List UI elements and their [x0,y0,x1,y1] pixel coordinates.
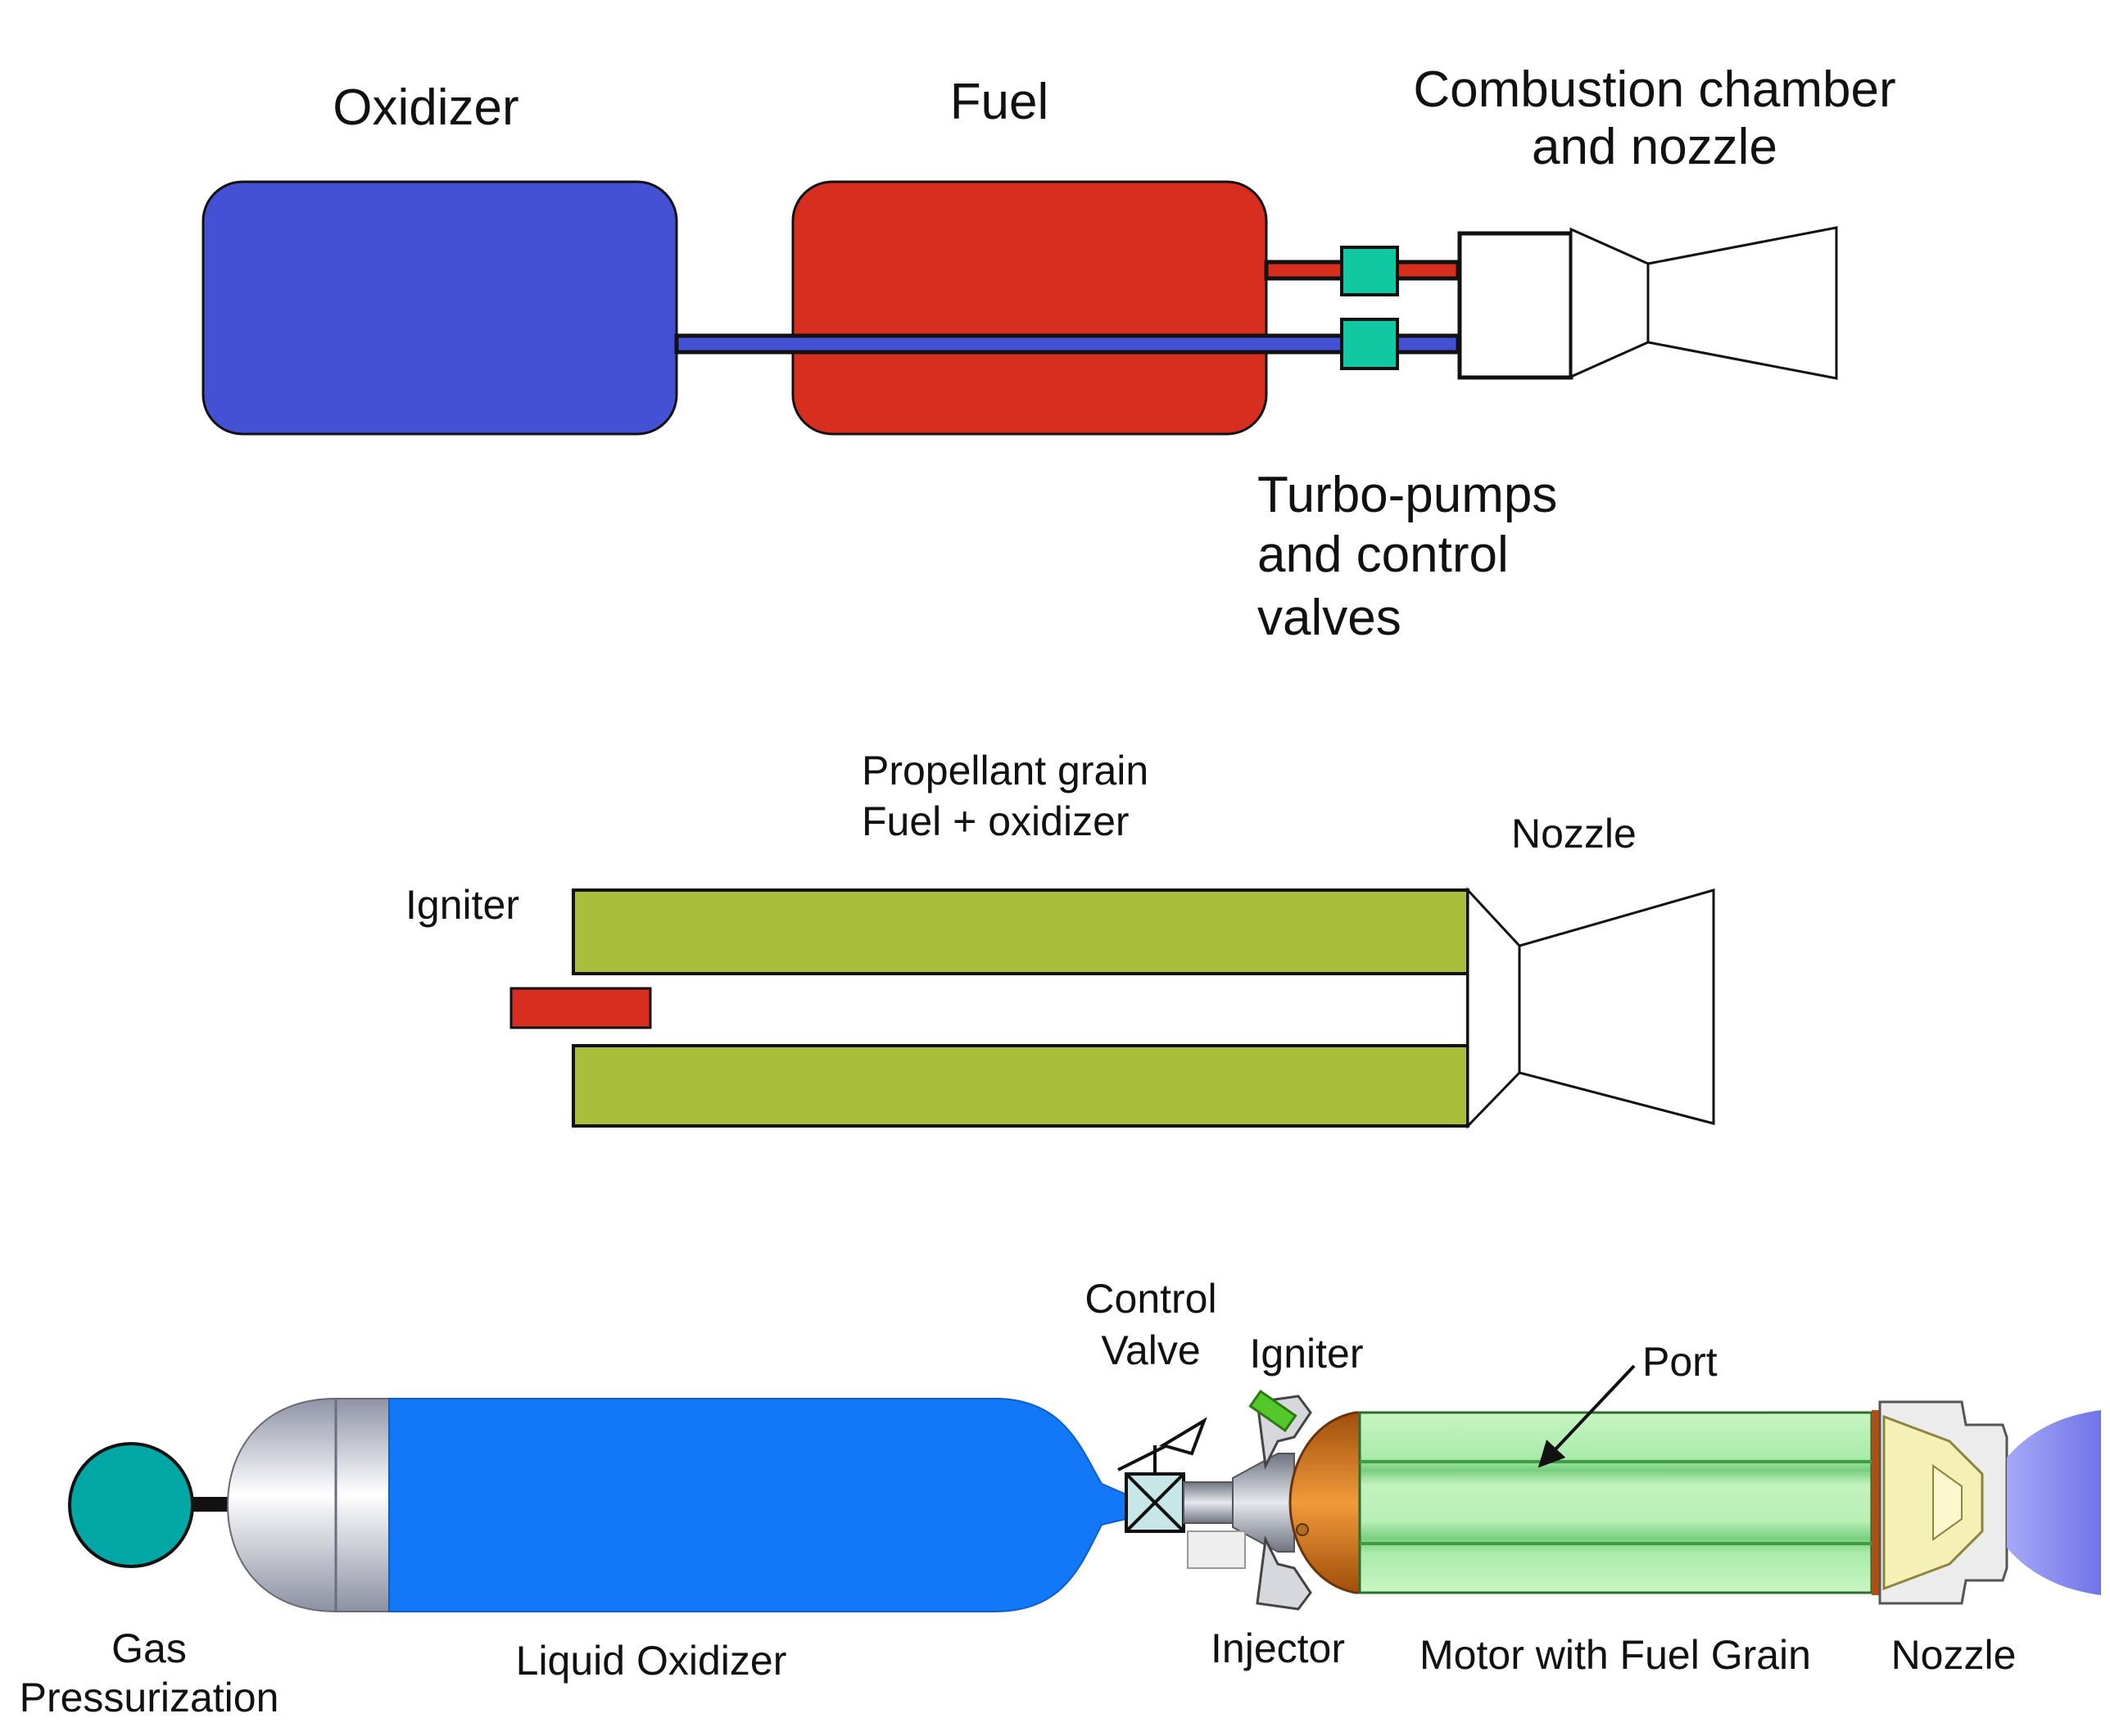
solid-rocket-system: Propellant grain Fuel + oxidizer Nozzle … [405,748,1715,1129]
hybrid-nozzle-label: Nozzle [1891,1632,2017,1678]
propellant-grain-lower [572,1044,1469,1128]
motor-front-flange-lower [1256,1535,1312,1611]
gas-pressurization-sphere [68,1442,194,1568]
combustion-chamber-label-line2: and nozzle [1532,119,1777,175]
solid-igniter-label: Igniter [405,882,519,928]
hybrid-igniter [1248,1389,1297,1433]
fuel-grain [1358,1411,1873,1594]
injector-cone [1232,1453,1295,1553]
liquid-nozzle [1569,227,1650,379]
solid-nozzle-convergent [1466,887,1521,1129]
hybrid-nozzle-throat [1932,1464,1963,1541]
liquid-rocket-system: Oxidizer Fuel Combustion chamber and noz… [201,61,1896,646]
control-valve-arrow-icon [1159,1417,1207,1456]
gas-pressurization-label-line2: Pressurization [20,1675,279,1720]
injector-label: Injector [1211,1625,1345,1671]
solid-igniter [509,987,652,1029]
injector-port-marker [1296,1523,1309,1536]
fuel-tank [791,180,1268,436]
turbo-pumps-label-line3: valves [1257,590,1401,646]
injector-feed-pipe [1183,1481,1234,1524]
turbo-pumps-label-line1: Turbo-pumps [1257,467,1557,523]
liquid-oxidizer-label: Liquid Oxidizer [516,1638,787,1684]
gas-pressurization-label-line1: Gas [111,1625,187,1671]
control-valve-label-line1: Control [1084,1276,1216,1322]
control-valve-label-line2: Valve [1101,1327,1200,1373]
exhaust-plume [2007,1410,2101,1595]
liquid-oxidizer-tank [388,1398,1127,1612]
combustion-chamber-label-line1: Combustion chamber [1413,61,1895,118]
turbo-pumps-label-line2: and control [1257,527,1509,583]
solid-nozzle-label: Nozzle [1511,811,1637,857]
gas-connector [192,1497,229,1512]
oxidizer-tank-dome [226,1398,394,1612]
control-valve-x2 [1125,1472,1185,1533]
fuel-label: Fuel [950,74,1049,130]
propellant-grain-upper [572,888,1469,975]
port-label: Port [1642,1339,1718,1385]
liquid-nozzle-bell [1646,226,1838,380]
propellant-grain-label-line1: Propellant grain [862,748,1148,793]
oxidizer-label: Oxidizer [333,79,518,136]
solid-nozzle-divergent [1518,888,1715,1125]
hybrid-rocket-system: Control Valve Igniter Port [20,1276,2101,1720]
oxidizer-turbo-pump [1340,318,1399,370]
motor-with-fuel-grain-label: Motor with Fuel Grain [1419,1632,1811,1678]
fuel-turbo-pump [1340,246,1399,296]
aft-casing-ring [1872,1410,1880,1595]
port-pointer-arrow [1537,1364,1636,1468]
propellant-grain-label-line2: Fuel + oxidizer [862,798,1130,844]
injector-block [1187,1530,1246,1569]
oxidizer-tank [201,180,678,436]
hybrid-igniter-label: Igniter [1250,1331,1364,1377]
motor-forward-dome [1288,1411,1361,1594]
combustion-chamber [1457,231,1573,380]
